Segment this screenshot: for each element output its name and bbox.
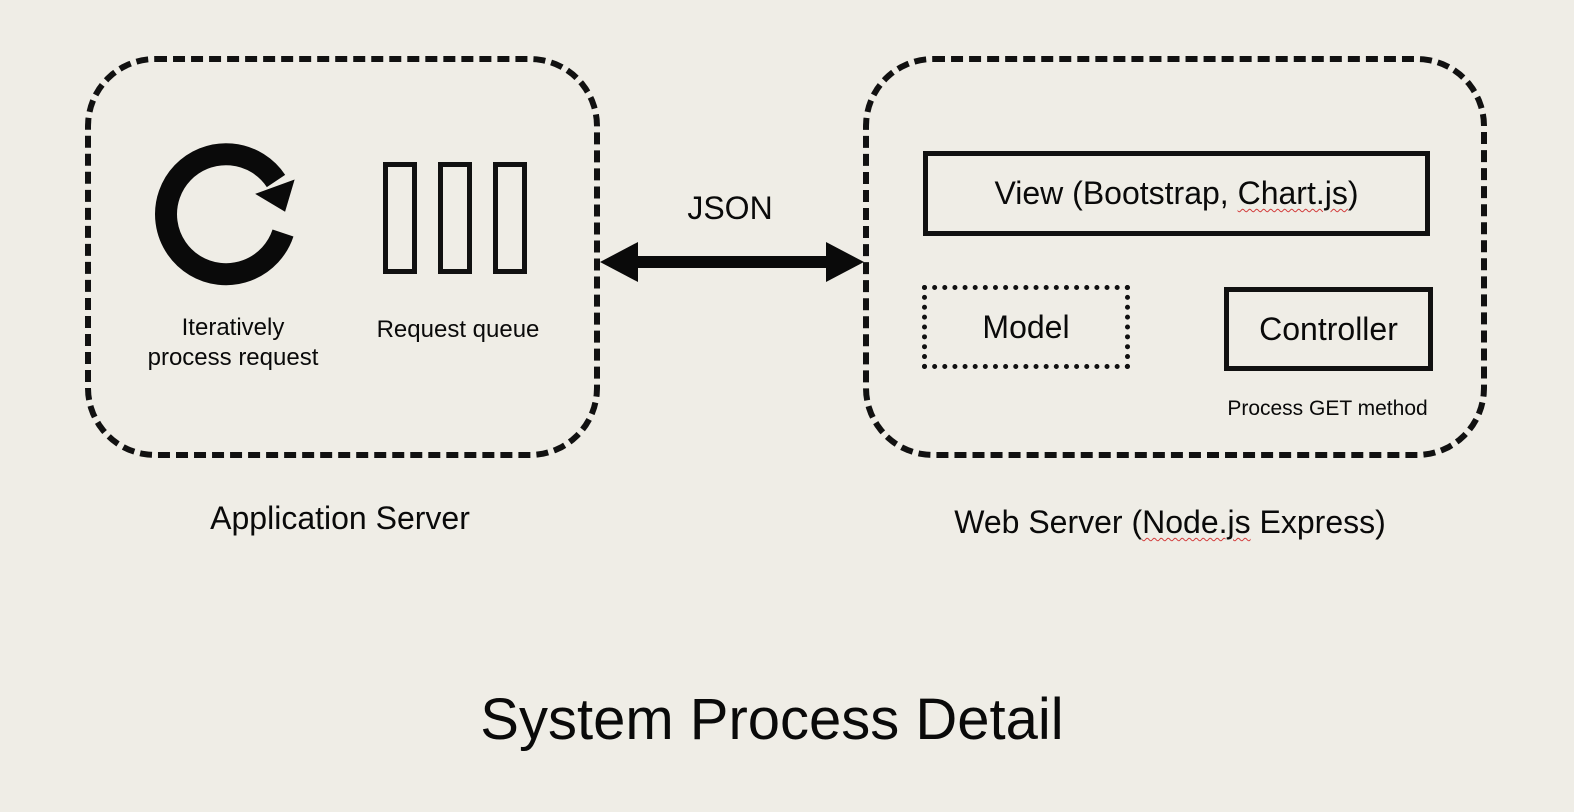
view-label-suffix: ) <box>1347 175 1359 211</box>
queue-slot <box>493 162 527 274</box>
web-server-label-prefix: Web Server ( <box>954 504 1143 540</box>
web-server-label: Web Server (Node.js Express) <box>920 502 1420 542</box>
controller-box: Controller <box>1224 287 1433 371</box>
page-title: System Process Detail <box>480 687 1064 752</box>
application-server-box <box>85 56 600 458</box>
controller-note: Process GET method <box>1227 397 1428 420</box>
refresh-loop-icon <box>155 143 295 286</box>
view-label: View (Bootstrap, Chart.js) <box>995 175 1359 212</box>
queue-slot <box>438 162 472 274</box>
queue-slot <box>383 162 417 274</box>
loop-label-line2: process request <box>147 344 319 371</box>
json-label: JSON <box>687 190 773 226</box>
web-server-label-nodejs: Node.js <box>1142 504 1251 540</box>
bidirectional-arrow-icon <box>600 242 864 282</box>
loop-label-line1: Iteratively <box>181 314 285 341</box>
web-server-label-suffix: Express) <box>1250 504 1386 540</box>
request-queue-label: Request queue <box>376 316 540 343</box>
application-server-label: Application Server <box>210 500 470 536</box>
view-box: View (Bootstrap, Chart.js) <box>923 151 1430 236</box>
view-label-prefix: View (Bootstrap, <box>994 175 1238 211</box>
web-server-box <box>863 56 1487 458</box>
view-label-chartjs: Chart.js <box>1237 175 1348 211</box>
model-box: Model <box>922 285 1130 369</box>
model-label: Model <box>982 308 1070 345</box>
controller-label: Controller <box>1259 310 1398 347</box>
loop-label: Iteratively process request <box>128 313 338 373</box>
